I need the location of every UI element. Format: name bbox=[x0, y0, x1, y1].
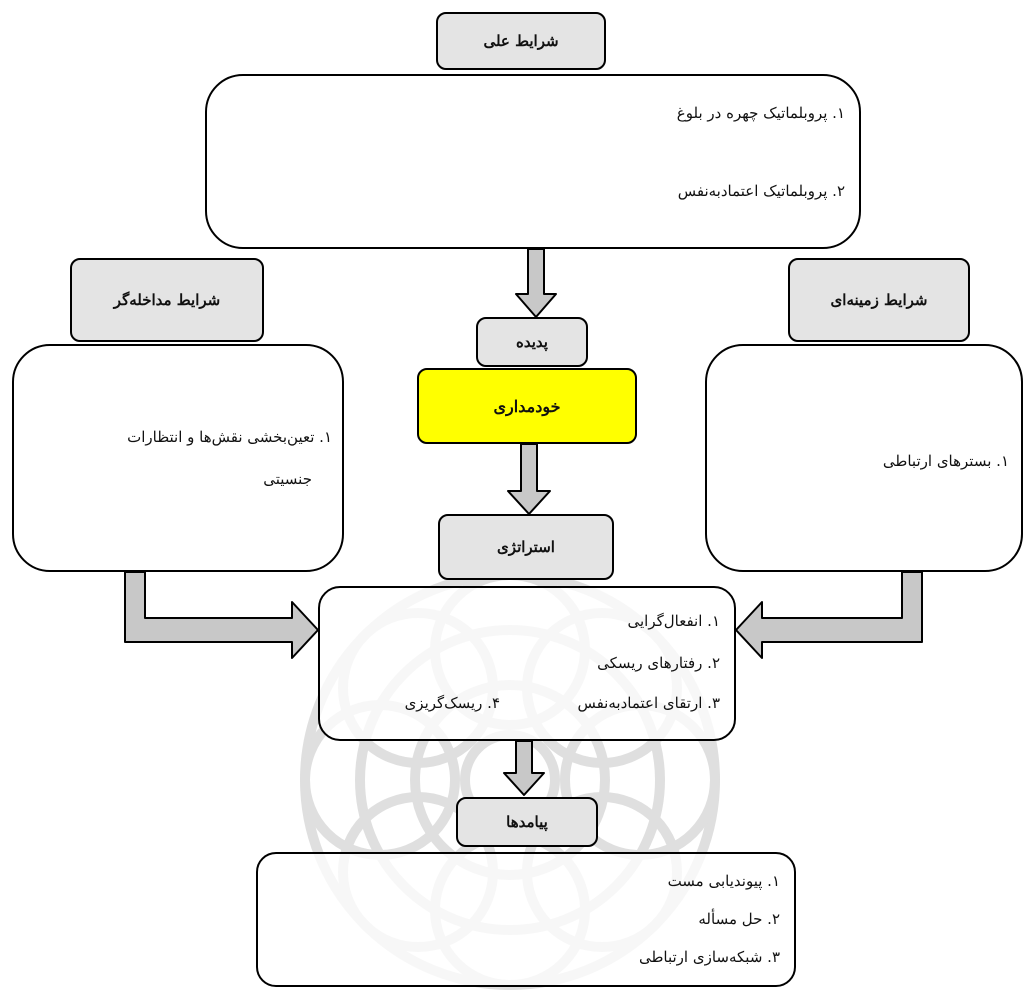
intervening-conditions-box: ۱. تعین‌بخشی نقش‌ها و انتظارات جنسیتی bbox=[12, 344, 344, 572]
consequences-item-1: ۱. پیوندیابی مست bbox=[667, 872, 780, 890]
intervening-item-1: ۱. تعین‌بخشی نقش‌ها و انتظارات bbox=[127, 428, 332, 446]
contextual-conditions-box: ۱. بسترهای ارتباطی bbox=[705, 344, 1023, 572]
causal-conditions-box: ۱. پروبلماتیک چهره در بلوغ ۲. پروبلماتیک… bbox=[205, 74, 861, 249]
intervening-item-2: جنسیتی bbox=[263, 470, 312, 488]
strategy-item-2: ۲. رفتارهای ریسکی bbox=[597, 654, 720, 672]
arrow-strategy-to-consequences bbox=[503, 740, 545, 796]
consequences-item-2: ۲. حل مسأله bbox=[698, 910, 780, 928]
contextual-item-1: ۱. بسترهای ارتباطی bbox=[882, 452, 1009, 470]
strategy-item-1: ۱. انفعال‌گرایی bbox=[627, 612, 721, 630]
strategy-item-4: ۴. ریسک‌گریزی bbox=[404, 694, 500, 712]
strategy-item-3: ۳. ارتقای اعتمادبه‌نفس bbox=[577, 694, 720, 712]
consequences-box: ۱. پیوندیابی مست ۲. حل مسأله ۳. شبکه‌ساز… bbox=[256, 852, 796, 987]
phenomenon-core-box: خودمداری bbox=[417, 368, 637, 444]
intervening-conditions-label: شرایط مداخله‌گر bbox=[70, 258, 264, 342]
arrow-causal-to-phenomenon bbox=[515, 248, 557, 318]
consequences-label: پیامدها bbox=[456, 797, 598, 847]
causal-item-1: ۱. پروبلماتیک چهره در بلوغ bbox=[676, 104, 845, 122]
causal-item-2: ۲. پروبلماتیک اعتمادبه‌نفس bbox=[677, 182, 845, 200]
consequences-item-3: ۳. شبکه‌سازی ارتباطی bbox=[638, 948, 780, 966]
strategy-box: ۱. انفعال‌گرایی ۲. رفتارهای ریسکی ۳. ارت… bbox=[318, 586, 736, 741]
arrow-intervening-to-strategy bbox=[124, 571, 319, 659]
strategy-label: استراتژی bbox=[438, 514, 614, 580]
phenomenon-label: پدیده bbox=[476, 317, 588, 367]
causal-conditions-label: شرایط علی bbox=[436, 12, 606, 70]
contextual-conditions-label: شرایط زمینه‌ای bbox=[788, 258, 970, 342]
arrow-phenomenon-to-strategy bbox=[507, 443, 551, 515]
arrow-contextual-to-strategy bbox=[735, 571, 923, 659]
